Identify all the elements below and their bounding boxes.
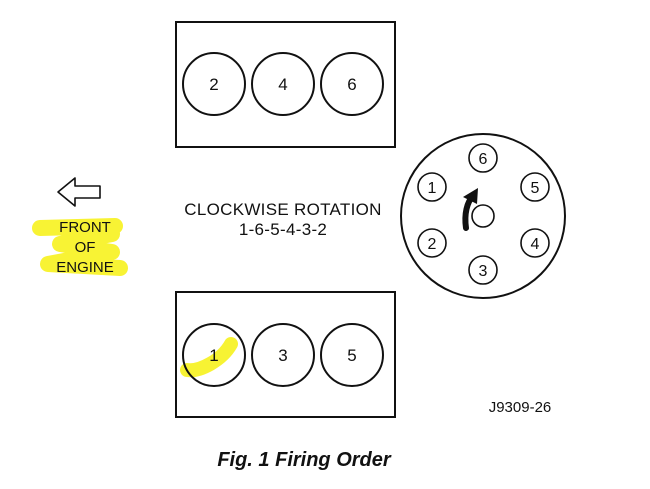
cylinder-bank-top: 2 4 6 bbox=[175, 21, 396, 148]
terminal-label: 5 bbox=[531, 180, 540, 197]
bank-top-outline bbox=[175, 21, 396, 148]
distributor-terminal-5: 5 bbox=[520, 172, 550, 202]
highlight-front-of-engine bbox=[32, 218, 128, 276]
cylinder-bank-bottom: 1 3 5 bbox=[175, 291, 396, 418]
figure-caption: Fig. 1 Firing Order bbox=[217, 449, 392, 471]
firing-order-sequence: 1-6-5-4-3-2 bbox=[239, 220, 327, 239]
cylinder-label: 6 bbox=[347, 75, 356, 94]
distributor-terminal-6: 6 bbox=[468, 143, 498, 173]
part-code: J9309-26 bbox=[489, 399, 552, 416]
cylinder-4: 4 bbox=[251, 52, 315, 116]
cylinder-5: 5 bbox=[320, 323, 384, 387]
bank-bottom-outline bbox=[175, 291, 396, 418]
cylinder-label: 3 bbox=[278, 346, 287, 365]
rotation-arrowhead bbox=[463, 188, 478, 204]
cylinder-label: 2 bbox=[209, 75, 218, 94]
cylinder-label: 5 bbox=[347, 346, 356, 365]
distributor-terminal-4: 4 bbox=[520, 228, 550, 258]
highlight-cylinder-1 bbox=[180, 337, 238, 378]
terminal-label: 2 bbox=[428, 236, 437, 253]
terminal-label: 3 bbox=[479, 263, 488, 280]
terminal-label: 1 bbox=[428, 180, 437, 197]
front-label-line1: FRONT bbox=[59, 219, 111, 236]
front-arrow-icon bbox=[57, 177, 101, 207]
cylinder-label: 1 bbox=[209, 346, 218, 365]
rotation-label: CLOCKWISE ROTATION bbox=[184, 200, 381, 219]
cylinder-2: 2 bbox=[182, 52, 246, 116]
distributor-outline bbox=[400, 133, 566, 299]
front-label-line2: OF bbox=[75, 239, 96, 256]
terminal-label: 4 bbox=[531, 236, 540, 253]
terminal-label: 6 bbox=[479, 151, 488, 168]
distributor-terminal-1: 1 bbox=[417, 172, 447, 202]
cylinder-1: 1 bbox=[182, 323, 246, 387]
cylinder-label: 4 bbox=[278, 75, 287, 94]
cylinder-3: 3 bbox=[251, 323, 315, 387]
highlighter-marks bbox=[32, 218, 238, 378]
distributor-terminal-3: 3 bbox=[468, 255, 498, 285]
distributor-terminal-2: 2 bbox=[417, 228, 447, 258]
distributor-center bbox=[471, 204, 495, 228]
front-label-line3: ENGINE bbox=[56, 259, 114, 276]
distributor-cap: 6 5 4 3 2 1 bbox=[400, 133, 566, 299]
cylinder-6: 6 bbox=[320, 52, 384, 116]
